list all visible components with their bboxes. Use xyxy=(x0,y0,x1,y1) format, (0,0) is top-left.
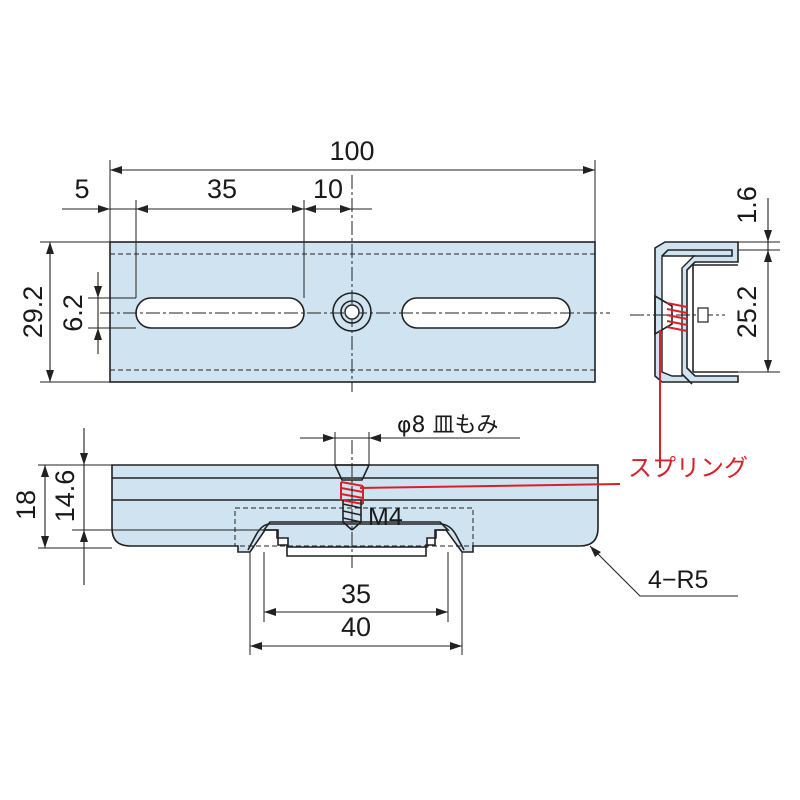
countersunk-hole xyxy=(332,292,372,332)
dim-side-inner-height: 25.2 xyxy=(732,286,762,339)
dim-slot-length: 35 xyxy=(207,174,237,204)
front-view xyxy=(111,440,599,568)
dim-total-depth: 18 xyxy=(11,490,41,520)
hole-note: φ8 皿もみ xyxy=(397,413,499,438)
dim-sheet-thickness: 1.6 xyxy=(732,186,762,224)
side-view xyxy=(630,241,739,385)
dim-slot-to-center: 10 xyxy=(313,174,343,204)
dim-slot-width: 6.2 xyxy=(58,294,88,332)
dim-outer-span: 40 xyxy=(341,612,371,642)
dim-inner-span: 35 xyxy=(341,579,371,609)
dim-body-depth: 14.6 xyxy=(50,470,80,523)
dim-corner-radius: 4−R5 xyxy=(648,566,708,594)
thread-label: M4 xyxy=(368,503,403,531)
top-view xyxy=(100,175,610,392)
side-spring xyxy=(666,302,688,332)
spring-callout: スプリング xyxy=(628,454,748,482)
dim-height: 29.2 xyxy=(18,286,48,339)
dim-overall-length: 100 xyxy=(329,136,374,166)
dim-edge-to-slot: 5 xyxy=(74,174,89,204)
